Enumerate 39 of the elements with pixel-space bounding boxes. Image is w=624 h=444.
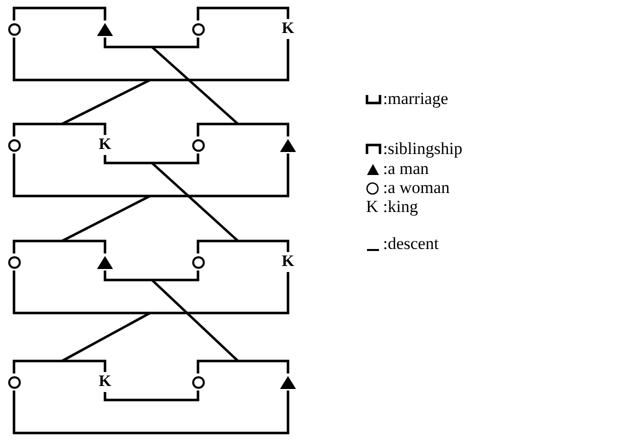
king-letter: K [98, 137, 112, 153]
marriage-line [12, 390, 290, 434]
marriage-line [104, 154, 200, 164]
woman-circle [8, 376, 20, 388]
legend-text: :a man [383, 160, 429, 178]
woman-circle [192, 22, 204, 36]
woman-circle [8, 22, 20, 36]
man-triangle [97, 22, 113, 36]
woman-circle [192, 376, 204, 388]
king-letter: K [281, 254, 295, 270]
man-triangle [280, 376, 296, 388]
marriage-line [12, 38, 290, 82]
legend-text: :descent [383, 235, 439, 253]
king-letter: K [98, 374, 112, 390]
woman-circle [8, 138, 20, 152]
siblingship-bracket [12, 240, 106, 254]
woman-circle [8, 256, 20, 268]
marriage-line [12, 154, 290, 198]
legend-text: :a woman [383, 179, 450, 197]
legend-sample-letter: K [366, 198, 378, 216]
marriage-line [104, 270, 200, 282]
legend-text: :king [383, 198, 418, 216]
marriage-line [104, 38, 200, 48]
woman-circle [192, 256, 204, 268]
legend-text: :marriage [383, 90, 448, 108]
marriage-line [104, 390, 200, 402]
siblingship-bracket [196, 360, 290, 374]
siblingship-bracket [12, 360, 106, 374]
legend-text: :siblingship [383, 140, 462, 158]
man-triangle [280, 138, 296, 152]
siblingship-bracket [196, 6, 290, 20]
siblingship-bracket [196, 240, 290, 254]
siblingship-bracket [196, 122, 290, 136]
king-letter: K [281, 21, 295, 37]
woman-circle [192, 138, 204, 152]
marriage-line [12, 270, 290, 314]
man-triangle [97, 256, 113, 268]
siblingship-bracket [12, 6, 106, 20]
siblingship-bracket [12, 122, 106, 136]
